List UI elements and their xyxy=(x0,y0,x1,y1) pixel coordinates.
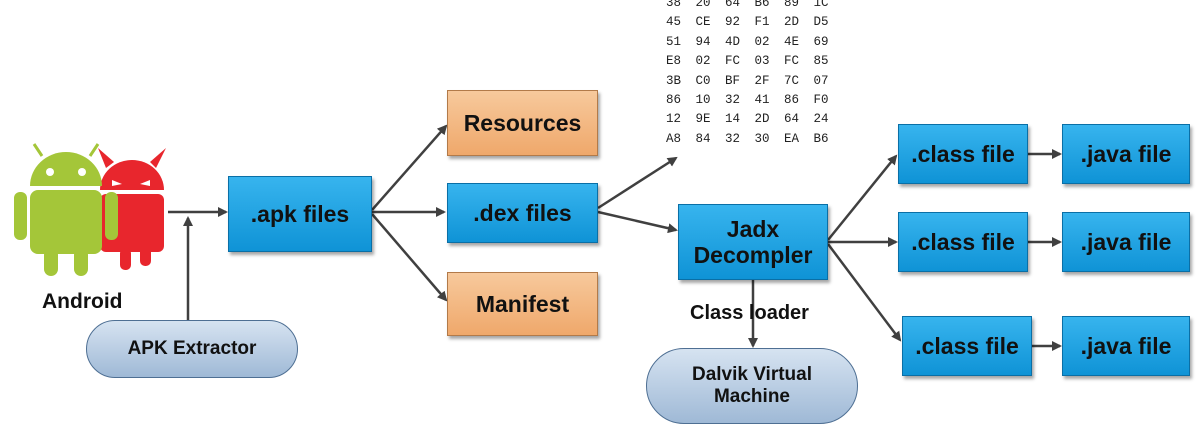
hex-byte: 4E xyxy=(784,34,800,49)
hex-byte: 10 xyxy=(695,93,711,108)
hex-byte: 20 xyxy=(695,0,711,10)
hex-byte: 14 xyxy=(725,112,741,127)
hex-row: A8 84 32 30 EA B6 xyxy=(666,130,843,149)
manifest-node[interactable]: Manifest xyxy=(447,272,598,336)
hex-byte: FC xyxy=(725,54,741,69)
hex-byte: C0 xyxy=(695,73,711,88)
class-file-node[interactable]: .class file xyxy=(898,124,1028,184)
hex-byte: EA xyxy=(784,131,800,146)
hex-row: 3B C0 BF 2F 7C 07 xyxy=(666,72,843,91)
hex-byte: 64 xyxy=(725,0,741,10)
hex-byte: 24 xyxy=(813,112,829,127)
hex-byte: F0 xyxy=(813,93,829,108)
hex-byte: 32 xyxy=(725,131,741,146)
hex-byte: 86 xyxy=(666,93,682,108)
hex-row: 51 94 4D 02 4E 69 xyxy=(666,33,843,52)
jadx-decompiler-node[interactable]: Jadx Decompler xyxy=(678,204,828,280)
hex-byte: F1 xyxy=(754,15,770,30)
hex-byte: A8 xyxy=(666,131,682,146)
hex-byte: 1C xyxy=(813,0,829,10)
hex-byte: 85 xyxy=(813,54,829,69)
hex-byte: 02 xyxy=(754,34,770,49)
hex-row: 12 9E 14 2D 64 24 xyxy=(666,110,843,129)
class-file-node[interactable]: .class file xyxy=(898,212,1028,272)
hex-byte: B6 xyxy=(813,131,829,146)
arrow-jadx-to-class-1 xyxy=(827,154,898,241)
hex-byte: 32 xyxy=(725,93,741,108)
hex-row: 45 CE 92 F1 2D D5 xyxy=(666,13,843,32)
dalvik-vm-node[interactable]: Dalvik Virtual Machine xyxy=(646,348,858,424)
green-android-icon xyxy=(14,143,118,276)
hex-byte: 41 xyxy=(754,93,770,108)
hex-byte: CE xyxy=(695,15,711,30)
hex-row: E8 02 FC 03 FC 85 xyxy=(666,52,843,71)
hex-byte: 86 xyxy=(784,93,800,108)
hex-byte: 38 xyxy=(666,0,682,10)
hex-byte: FC xyxy=(784,54,800,69)
hex-byte: 2D xyxy=(784,15,800,30)
hex-byte: 89 xyxy=(784,0,800,10)
resources-node[interactable]: Resources xyxy=(447,90,598,156)
hex-byte: 2F xyxy=(754,73,770,88)
hex-byte: 2D xyxy=(754,112,770,127)
class-loader-label: Class loader xyxy=(690,302,809,324)
arrow-jadx-to-class-3 xyxy=(827,243,902,342)
hex-byte: 03 xyxy=(754,54,770,69)
hex-byte: 7C xyxy=(784,73,800,88)
hex-byte: 51 xyxy=(666,34,682,49)
dex-files-node[interactable]: .dex files xyxy=(447,183,598,243)
hex-byte: B6 xyxy=(754,0,770,10)
hex-byte: 69 xyxy=(813,34,829,49)
java-file-node[interactable]: .java file xyxy=(1062,316,1190,376)
arrow-dex-to-jadx xyxy=(597,210,678,234)
hex-byte: BF xyxy=(725,73,741,88)
arrow-dex-to-hex xyxy=(597,156,678,210)
hex-byte: 12 xyxy=(666,112,682,127)
hex-byte: D5 xyxy=(813,15,829,30)
hex-byte: 4D xyxy=(725,34,741,49)
hex-byte: 94 xyxy=(695,34,711,49)
hex-byte: 30 xyxy=(754,131,770,146)
hex-byte: 07 xyxy=(813,73,829,88)
arrow-apk-to-manifest xyxy=(371,213,448,302)
hex-row: 86 10 32 41 86 F0 xyxy=(666,91,843,110)
apk-extractor-node[interactable]: APK Extractor xyxy=(86,320,298,378)
arrow-apk-to-resources xyxy=(371,124,448,211)
hex-byte: E8 xyxy=(666,54,682,69)
hex-byte: 92 xyxy=(725,15,741,30)
hex-byte: 02 xyxy=(695,54,711,69)
hex-byte: 3B xyxy=(666,73,682,88)
android-devil-icon xyxy=(14,143,166,276)
hex-row: 38 20 64 B6 89 1C xyxy=(666,0,843,13)
class-file-node[interactable]: .class file xyxy=(902,316,1032,376)
hex-byte: 9E xyxy=(695,112,711,127)
hex-byte: 84 xyxy=(695,131,711,146)
java-file-node[interactable]: .java file xyxy=(1062,124,1190,184)
hex-byte: 64 xyxy=(784,112,800,127)
java-file-node[interactable]: .java file xyxy=(1062,212,1190,272)
apk-files-node[interactable]: .apk files xyxy=(228,176,372,252)
android-label: Android xyxy=(42,290,123,313)
hex-byte: 45 xyxy=(666,15,682,30)
